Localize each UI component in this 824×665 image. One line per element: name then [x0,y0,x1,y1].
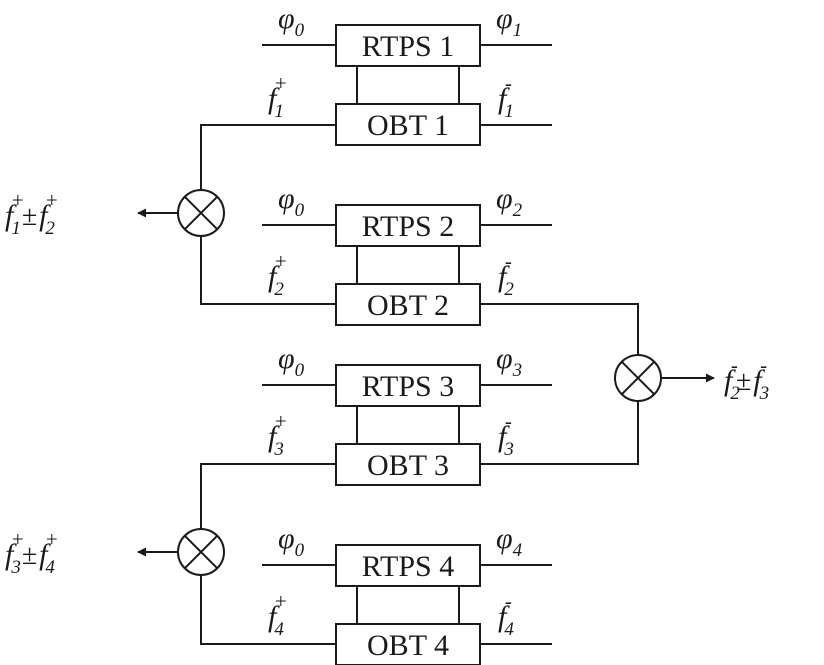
phi-0-label: φ0 [278,182,305,221]
f4-minus-label: f4- [498,589,514,640]
f1-minus-label: f1- [498,71,514,122]
obt-2-to-mixer-1-wire [200,236,336,305]
phi-0-label: φ0 [278,522,305,561]
unit-3: RTPS 3 OBT 3 φ0 φ3 f3+ f3- [262,342,552,486]
unit-1: RTPS 1 OBT 1 φ0 φ1 f1+ f1- [262,2,552,146]
f1-plus-label: f1+ [268,71,287,122]
f3-plus-label: f3+ [268,409,287,460]
obt-2-box [335,283,481,326]
phi-0-label: φ0 [278,2,305,41]
rtps-3-label: RTPS 3 [362,370,454,403]
obt-3-box [335,443,481,486]
phi-4-label: φ4 [496,522,523,561]
f2-plus-label: f2+ [268,249,287,300]
rtps-4-box [335,544,481,587]
unit-4: RTPS 4 OBT 4 φ0 φ4 f4+ f4- [262,522,552,665]
f3-minus-label: f3- [498,409,514,460]
mixer-3-cross-b [183,534,219,570]
mixer-3: f3+±f4+ [5,527,225,578]
rtps-1-box [335,24,481,67]
mixer-2: f2-±f3- [614,353,769,404]
mixer-1-output-label: f1+±f2+ [5,188,58,239]
f4-plus-label: f4+ [268,589,287,640]
obt-2-label: OBT 2 [367,289,449,322]
obt-4-to-mixer-3-wire [200,575,336,645]
mixer-1-cross-b [183,195,219,231]
obt-2-to-mixer-2-wire [480,303,639,355]
f2-minus-label: f2- [498,249,514,300]
unit-2: RTPS 2 OBT 2 φ0 φ2 f2+ f2- [262,182,552,326]
mixer-3-output-label: f3+±f4+ [5,527,58,578]
phi-0-label: φ0 [278,342,305,381]
phi-1-label: φ1 [496,2,522,41]
obt-4-label: OBT 4 [367,629,449,662]
phi-3-label: φ3 [496,342,522,381]
rtps-1-label: RTPS 1 [362,30,454,63]
obt-1-label: OBT 1 [367,109,449,142]
rtps-3-box [335,364,481,407]
obt-1-to-mixer-1-wire [200,124,336,190]
obt-3-label: OBT 3 [367,449,449,482]
phi-2-label: φ2 [496,182,523,221]
obt-3-to-mixer-2-wire [480,401,639,465]
rtps-2-box [335,204,481,247]
mixer-2-cross-b [620,360,656,396]
mixer-2-output-label: f2-±f3- [724,353,769,404]
mixer-1: f1+±f2+ [5,188,225,239]
obt-3-to-mixer-3-wire [200,463,336,529]
rtps-4-label: RTPS 4 [362,550,454,583]
obt-4-box [335,623,481,665]
rtps-2-label: RTPS 2 [362,210,454,243]
